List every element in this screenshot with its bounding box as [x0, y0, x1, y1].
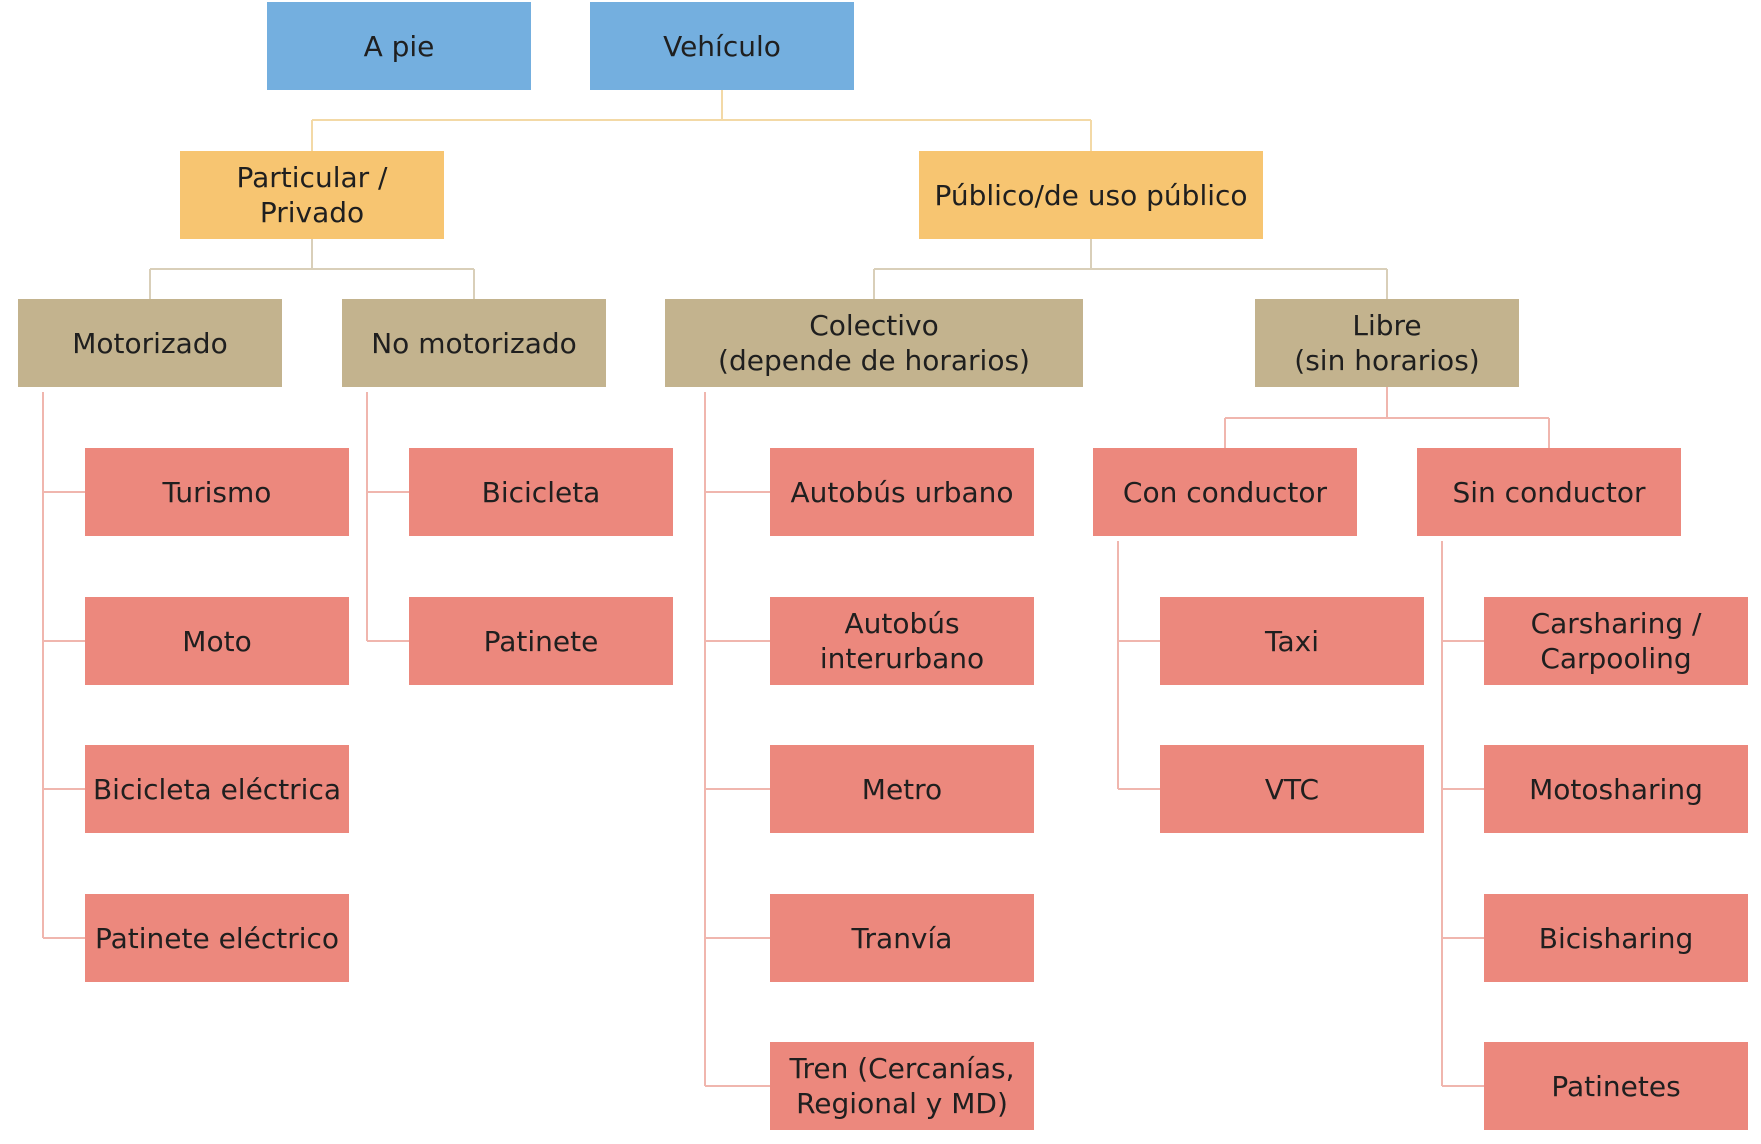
connector-motorizado [42, 392, 85, 939]
connector-particular [149, 239, 475, 299]
node-sin-conductor-label: Sin conductor [1452, 475, 1646, 509]
node-bicicleta-electrica-label: Bicicleta eléctrica [92, 772, 342, 806]
node-bicicleta: Bicicleta [409, 448, 673, 536]
node-vtc: VTC [1160, 745, 1424, 833]
node-libre: Libre (sin horarios) [1255, 299, 1519, 387]
node-patinetes-label: Patinetes [1551, 1069, 1681, 1103]
node-tren: Tren (Cercanías, Regional y MD) [770, 1042, 1034, 1130]
node-carsharing: Carsharing / Carpooling [1484, 597, 1748, 685]
node-bicicleta-label: Bicicleta [481, 475, 601, 509]
node-autobus-interurbano-label: Autobús interurbano [819, 607, 985, 675]
connector-sin-conductor [1441, 541, 1484, 1087]
node-con-conductor: Con conductor [1093, 448, 1357, 536]
node-motosharing-label: Motosharing [1529, 772, 1703, 806]
node-autobus-interurbano: Autobús interurbano [770, 597, 1034, 685]
node-patinetes: Patinetes [1484, 1042, 1748, 1130]
node-taxi-label: Taxi [1265, 624, 1319, 658]
node-tranvia: Tranvía [770, 894, 1034, 982]
node-motorizado: Motorizado [18, 299, 282, 387]
node-a-pie-label: A pie [363, 29, 435, 63]
connector-libre [1224, 387, 1550, 448]
node-turismo: Turismo [85, 448, 349, 536]
node-tranvia-label: Tranvía [851, 921, 953, 955]
connector-no-motorizado [366, 392, 409, 642]
node-bicisharing-label: Bicisharing [1538, 921, 1694, 955]
node-patinete-electrico-label: Patinete eléctrico [94, 921, 340, 955]
node-moto: Moto [85, 597, 349, 685]
node-patinete-label: Patinete [483, 624, 599, 658]
node-patinete: Patinete [409, 597, 673, 685]
node-carsharing-label: Carsharing / Carpooling [1530, 607, 1702, 675]
node-vehiculo: Vehículo [590, 2, 854, 90]
node-colectivo-label: Colectivo (depende de horarios) [718, 309, 1030, 377]
node-autobus-urbano-label: Autobús urbano [790, 475, 1014, 509]
node-tren-label: Tren (Cercanías, Regional y MD) [789, 1052, 1015, 1120]
node-particular-privado-label: Particular / Privado [236, 161, 388, 229]
node-motorizado-label: Motorizado [72, 326, 228, 360]
node-no-motorizado-label: No motorizado [371, 326, 577, 360]
node-bicisharing: Bicisharing [1484, 894, 1748, 982]
node-publico-label: Público/de uso público [934, 178, 1248, 212]
node-patinete-electrico: Patinete eléctrico [85, 894, 349, 982]
connector-publico [873, 239, 1388, 299]
node-publico: Público/de uso público [919, 151, 1263, 239]
node-bicicleta-electrica: Bicicleta eléctrica [85, 745, 349, 833]
node-vtc-label: VTC [1264, 772, 1320, 806]
node-autobus-urbano: Autobús urbano [770, 448, 1034, 536]
connector-vehiculo [311, 90, 1092, 151]
node-libre-label: Libre (sin horarios) [1294, 309, 1480, 377]
node-taxi: Taxi [1160, 597, 1424, 685]
node-metro: Metro [770, 745, 1034, 833]
node-metro-label: Metro [861, 772, 943, 806]
node-a-pie: A pie [267, 2, 531, 90]
node-sin-conductor: Sin conductor [1417, 448, 1681, 536]
node-particular-privado: Particular / Privado [180, 151, 444, 239]
node-con-conductor-label: Con conductor [1122, 475, 1328, 509]
node-vehiculo-label: Vehículo [663, 29, 781, 63]
node-turismo-label: Turismo [162, 475, 272, 509]
node-no-motorizado: No motorizado [342, 299, 606, 387]
connector-colectivo [704, 392, 770, 1087]
connector-con-conductor [1117, 541, 1160, 790]
node-motosharing: Motosharing [1484, 745, 1748, 833]
node-moto-label: Moto [182, 624, 252, 658]
node-colectivo: Colectivo (depende de horarios) [665, 299, 1083, 387]
